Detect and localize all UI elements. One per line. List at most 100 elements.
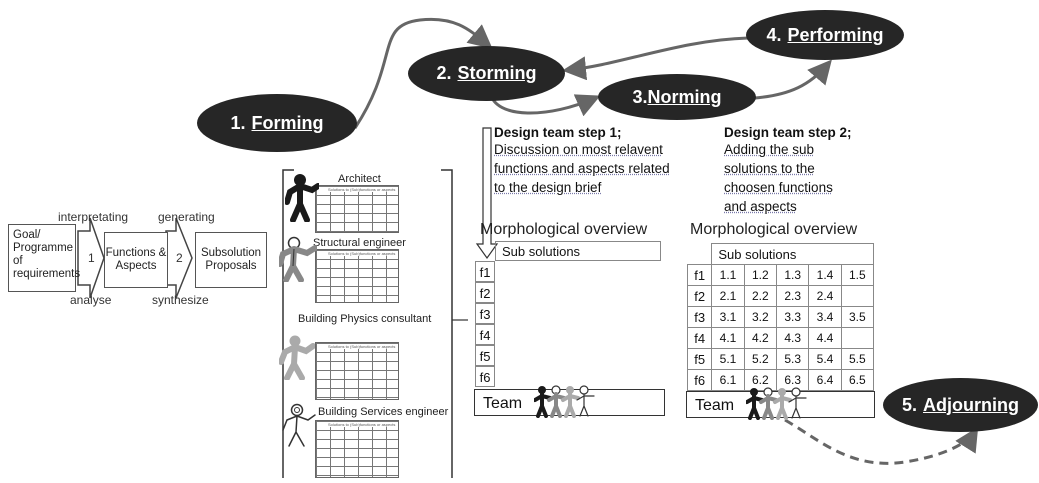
physics-figure-icon (279, 335, 315, 380)
grid-header: Solutions to (Sub)functions or aspects (328, 422, 396, 427)
morph2-header-row: Sub solutions (688, 243, 874, 265)
row-label: f5 (475, 345, 495, 366)
cell: 2.4 (808, 285, 842, 307)
functions-box: Functions & Aspects (104, 232, 168, 288)
role-services: Building Services engineer (318, 406, 449, 418)
subsolutions-text: Subsolution Proposals (200, 247, 262, 272)
interpretating-label: interpretating (58, 210, 129, 224)
stage-number: 5. (902, 394, 918, 415)
flow-arrow-1 (77, 217, 105, 299)
row-label: f2 (475, 282, 495, 303)
cell: 4.2 (743, 327, 778, 349)
arrow-team-adjourning (784, 418, 979, 465)
cell: 3.5 (840, 306, 875, 328)
cell: 4.3 (775, 327, 810, 349)
table-row: f4 4.1 4.2 4.3 4.4 (686, 327, 875, 349)
grid-header: Solutions to (Sub)functions or aspects (328, 344, 396, 349)
cell (840, 285, 875, 307)
cell: 5.2 (743, 348, 778, 370)
morph1-row-labels: f1 f2 f3 f4 f5 f6 (475, 261, 495, 387)
cell: 4.4 (808, 327, 842, 349)
services-figure-icon (282, 403, 316, 447)
structural-grid: Solutions to (Sub)functions or aspects (315, 249, 399, 303)
cell: 1.2 (743, 264, 778, 286)
table-row: f5 5.1 5.2 5.3 5.4 5.5 (686, 348, 875, 370)
row-label: f5 (686, 348, 713, 370)
row-label: f1 (475, 261, 495, 282)
stage-storming: 2. Storming (408, 46, 565, 101)
stage-label: Performing (787, 24, 884, 45)
stage-forming: 1. Forming (197, 94, 357, 152)
hollow-down-arrow (475, 127, 499, 260)
cell: 5.3 (775, 348, 810, 370)
right-bracket (441, 169, 453, 478)
structural-figure-icon (279, 236, 317, 282)
team-figures-icon (746, 387, 807, 420)
cell: 1.5 (840, 264, 875, 286)
arrow-1-label: 1 (88, 251, 95, 265)
row-label: f1 (686, 264, 713, 286)
role-architect: Architect (338, 173, 381, 185)
morph1-header: Sub solutions (502, 244, 581, 259)
stage-number: 2. (436, 63, 452, 83)
step1-line: to the design brief (494, 180, 602, 195)
role-structural: Structural engineer (313, 237, 406, 249)
stage-adjourning: 5. Adjourning (883, 378, 1038, 432)
cell: 5.1 (711, 348, 745, 370)
architect-grid: Solutions to (Sub)functions or aspects (315, 185, 399, 233)
morph2-header: Sub solutions (718, 246, 797, 262)
goal-text: Goal/ Programme of requirements (13, 229, 81, 280)
cell: 1.3 (775, 264, 810, 286)
role-physics: Building Physics consultant (298, 313, 432, 325)
cell: 2.1 (711, 285, 745, 307)
stage-norming: 3. Norming (598, 74, 756, 120)
analyse-label: analyse (70, 293, 112, 307)
morph2-table: Sub solutions f1 1.1 1.2 1.3 1.4 1.5 f2 … (686, 243, 875, 391)
row-label: f6 (686, 369, 713, 391)
morph1-header-box: Sub solutions (495, 241, 661, 261)
stage-number: 1. (230, 112, 246, 133)
stage-label: Forming (251, 112, 324, 133)
cell: 5.4 (808, 348, 842, 370)
row-label: f3 (475, 303, 495, 324)
services-grid: Solutions to (Sub)functions or aspects (315, 420, 399, 478)
morph1-table: Sub solutions f1 f2 f3 f4 f5 f6 (475, 241, 663, 388)
cell: 6.4 (808, 369, 842, 391)
morph2-title: Morphological overview (690, 221, 858, 238)
table-row: f2 2.1 2.2 2.3 2.4 (686, 285, 875, 307)
team-label: Team (483, 395, 523, 412)
arrow-performing-storming (562, 36, 749, 81)
table-row: f3 3.1 3.2 3.3 3.4 3.5 (686, 306, 875, 328)
row-label: f3 (686, 306, 713, 328)
arrow-forming-storming (353, 17, 493, 129)
stage-label: Storming (457, 63, 537, 83)
step1-title: Design team step 1; (494, 125, 622, 140)
grid-header: Solutions to (Sub)functions or aspects (328, 251, 396, 256)
step1-block: Design team step 1; Discussion on most r… (494, 125, 724, 197)
stage-label: Adjourning (923, 394, 1019, 415)
step1-line: Discussion on most relavent (494, 142, 663, 157)
left-bracket (282, 169, 294, 478)
step2-title: Design team step 2; (724, 125, 852, 140)
cell: 1.1 (711, 264, 745, 286)
physics-grid: Solutions to (Sub)functions or aspects (315, 342, 399, 400)
stage-number: 3. (632, 86, 648, 107)
table-row: f1 1.1 1.2 1.3 1.4 1.5 (686, 264, 875, 286)
team-figures-icon (534, 385, 595, 418)
subsolutions-box: Subsolution Proposals (195, 232, 267, 288)
cell: 2.3 (775, 285, 810, 307)
stage-performing: 4. Performing (746, 10, 904, 60)
arrow-2-label: 2 (176, 251, 183, 265)
cell: 3.3 (775, 306, 810, 328)
step2-line: solutions to the (724, 161, 815, 176)
stage-number: 4. (766, 24, 782, 45)
cell: 6.1 (711, 369, 745, 391)
row-label: f6 (475, 366, 495, 387)
cell: 2.2 (743, 285, 778, 307)
step2-line: Adding the sub (724, 142, 815, 157)
goal-box: Goal/ Programme of requirements (8, 224, 80, 292)
stage-label: Norming (647, 86, 722, 107)
step2-line: and aspects (724, 199, 797, 214)
functions-text: Functions & Aspects (105, 247, 167, 272)
